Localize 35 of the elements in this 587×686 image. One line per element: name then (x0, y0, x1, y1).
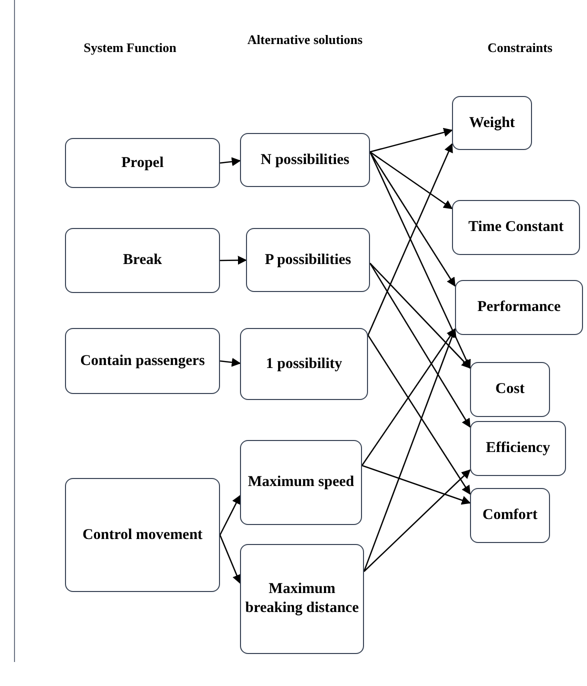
arrow (220, 256, 247, 265)
column-heading: Alternative solutions (246, 32, 364, 48)
arrow (370, 128, 453, 153)
arrow (369, 152, 471, 369)
column-heading: System Function (82, 40, 178, 56)
process-box: Break (65, 228, 220, 293)
process-box: Propel (65, 138, 220, 188)
arrow (369, 262, 471, 428)
arrow (219, 534, 242, 584)
process-box: Comfort (470, 488, 550, 543)
arrow (370, 151, 453, 210)
arrow (220, 358, 241, 367)
process-box: Control movement (65, 478, 220, 592)
process-box: Cost (470, 362, 550, 417)
process-box: Maximum speed (240, 440, 362, 525)
column-heading: Constraints (486, 40, 554, 56)
process-box: Time Constant (452, 200, 580, 255)
arrow (370, 262, 471, 369)
process-box: N possibilities (240, 133, 370, 187)
arrow (367, 143, 453, 336)
arrow (219, 494, 241, 536)
process-box: Performance (455, 280, 583, 335)
process-box: Contain passengers (65, 328, 220, 394)
arrow (363, 328, 456, 572)
process-box: Weight (452, 96, 532, 150)
process-box: Maximum breaking distance (240, 544, 364, 654)
arrow (361, 328, 456, 466)
arrow (364, 469, 471, 572)
process-box: P possibilities (246, 228, 370, 292)
arrow (220, 157, 241, 166)
process-box: 1 possibility (240, 328, 368, 400)
process-box: Efficiency (470, 421, 566, 476)
arrow (362, 464, 471, 505)
arrow (369, 152, 456, 287)
arrow (367, 334, 471, 495)
